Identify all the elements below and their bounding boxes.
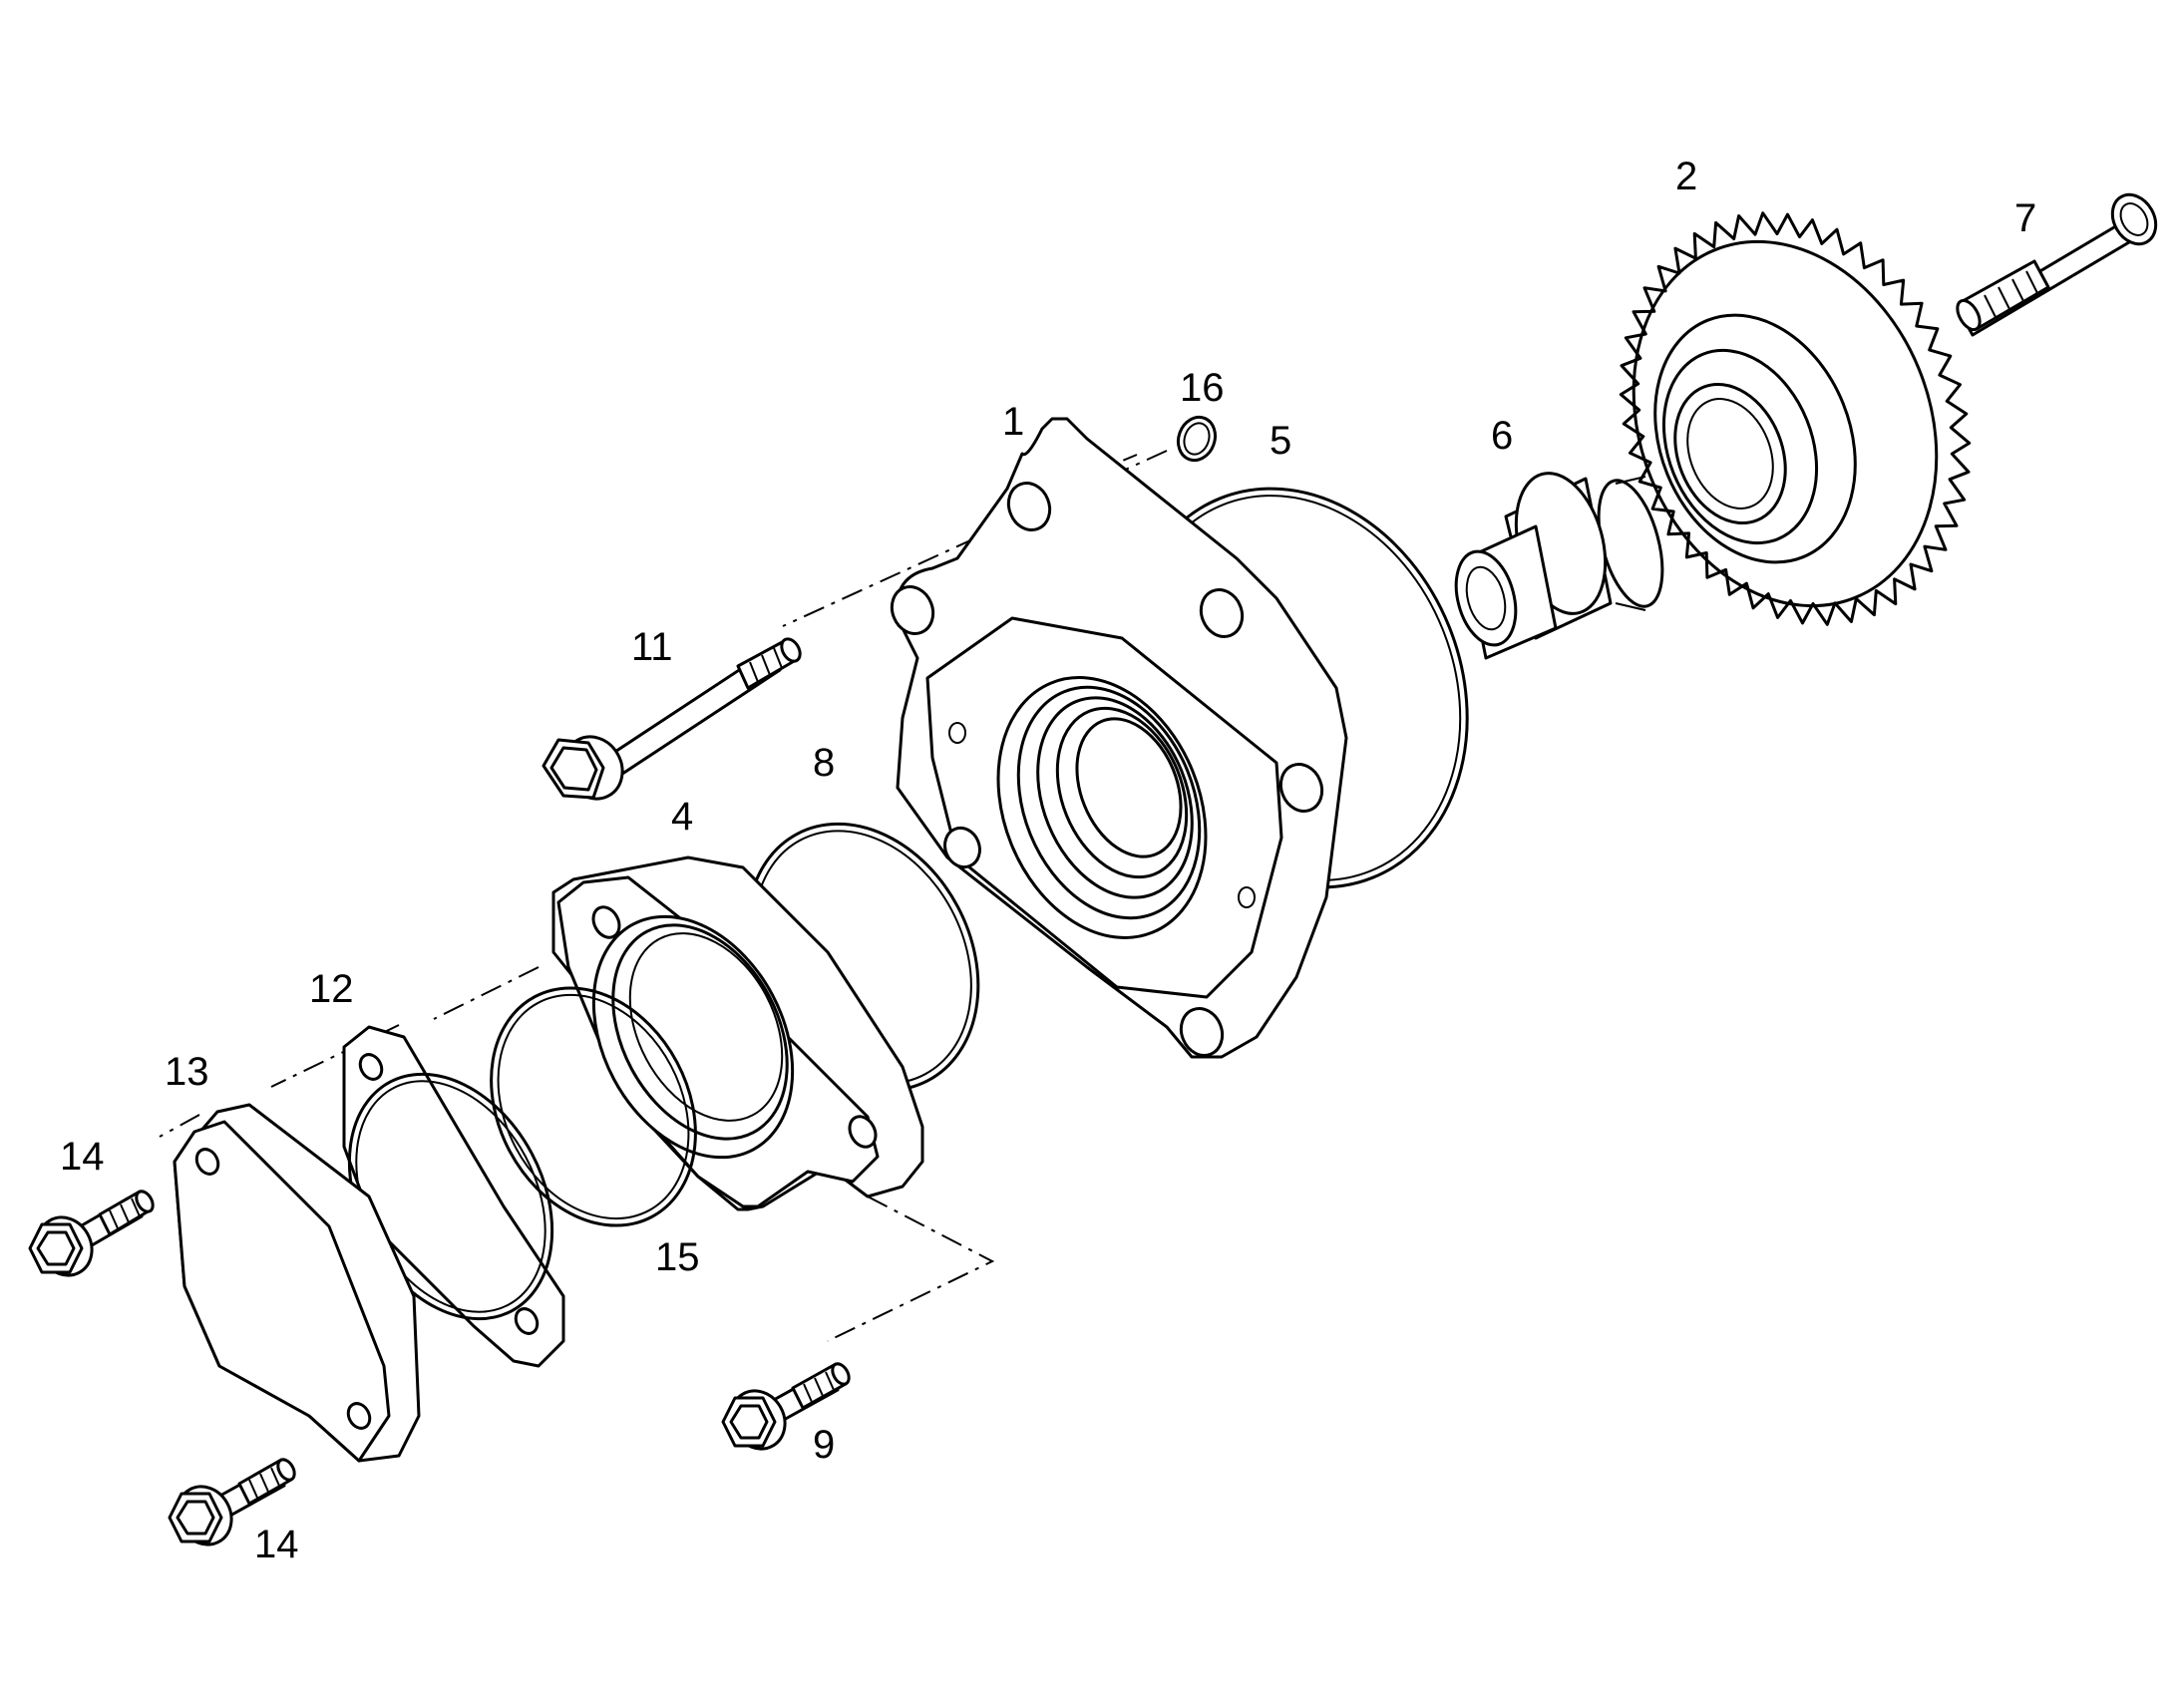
- part-14-bolt-lower: [168, 1458, 296, 1546]
- part-14-bolt-upper: [28, 1190, 155, 1277]
- part-4-seal-carrier: [551, 855, 924, 1211]
- callout-7: 7: [2014, 196, 2036, 240]
- callout-6: 6: [1491, 414, 1513, 458]
- callout-15: 15: [655, 1235, 700, 1279]
- part-13-cover-plate: [173, 1103, 421, 1463]
- callout-14b: 14: [254, 1523, 299, 1566]
- part-6-splined-shaft: [1454, 472, 1664, 660]
- callout-14a: 14: [60, 1135, 105, 1179]
- callout-12: 12: [309, 967, 354, 1011]
- callout-16: 16: [1180, 366, 1225, 410]
- callout-5: 5: [1270, 419, 1291, 463]
- part-15-o-ring: [490, 986, 697, 1227]
- part-7-long-bolt: [1956, 192, 2158, 337]
- callout-2: 2: [1675, 155, 1697, 198]
- part-11-bolt: [542, 637, 802, 801]
- callout-11: 11: [631, 625, 673, 669]
- part-2-gear: [1619, 211, 1972, 626]
- callout-8: 8: [813, 741, 835, 785]
- part-1-housing: [890, 417, 1348, 1059]
- callout-labels: 1 2 4 5 6 7 8 9 11 12 13 14 14 15 16: [60, 155, 2036, 1566]
- callout-1: 1: [1002, 400, 1024, 444]
- part-9-bolt: [721, 1362, 851, 1451]
- callout-9: 9: [813, 1423, 835, 1467]
- callout-13: 13: [165, 1050, 209, 1094]
- callout-4: 4: [671, 795, 693, 839]
- part-16-small-o-ring: [1176, 415, 1218, 463]
